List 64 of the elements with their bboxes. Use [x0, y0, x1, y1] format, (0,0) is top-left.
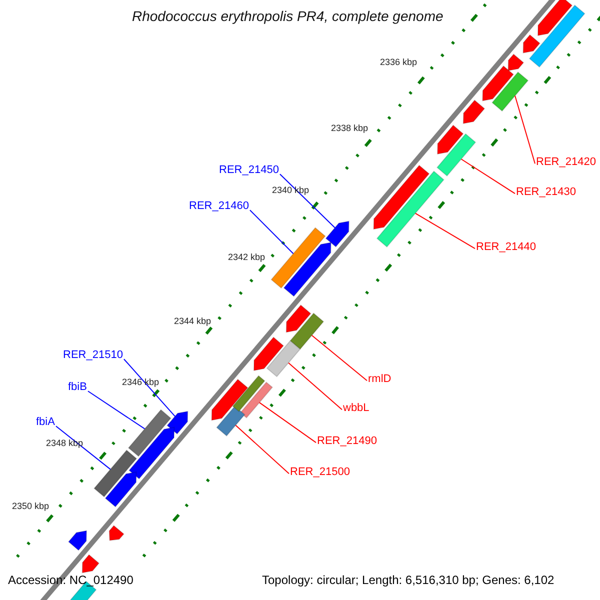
gene-pointer	[108, 524, 125, 541]
gene-pointer	[82, 554, 100, 574]
gene-pointer	[166, 410, 188, 435]
gene-label: RER_21420	[536, 156, 596, 169]
gene-label: wbbL	[343, 402, 370, 415]
leader-line	[249, 210, 294, 254]
scale-label: 2338 kbp	[331, 123, 368, 134]
gene-pointer	[436, 124, 464, 155]
gene-bar	[266, 340, 301, 378]
leader-line	[514, 95, 536, 164]
gene-bar	[94, 450, 138, 498]
title: Rhodococcus erythropolis PR4, complete genome	[132, 8, 444, 24]
scale-label: 2342 kbp	[228, 252, 266, 262]
gene-pointer	[482, 65, 514, 102]
gene-bar	[270, 227, 326, 289]
gene-label: RER_21500	[290, 466, 350, 479]
scale-label: 2344 kbp	[174, 316, 212, 326]
gene-pointer	[104, 471, 137, 508]
gene-label: RER_21510	[63, 349, 123, 362]
leader-line	[55, 426, 111, 470]
gene-pointer	[522, 34, 540, 54]
gene-bar	[436, 133, 476, 177]
gene-pointer	[508, 54, 524, 72]
gene-pointer	[211, 378, 248, 421]
gene-pointer	[253, 336, 284, 372]
scale-label: 2346 kbp	[122, 377, 160, 388]
gene-label: rmlD	[368, 373, 392, 386]
gene-bar	[216, 406, 246, 437]
leader-line	[414, 212, 476, 250]
leader-line	[87, 390, 146, 430]
leader-line	[311, 334, 368, 382]
gene-pointer	[283, 242, 332, 297]
gene-pointer	[373, 164, 430, 230]
footer-text: Accession: NC_012490	[8, 574, 134, 588]
leader-line	[123, 358, 176, 417]
gene-bar	[290, 312, 324, 350]
gene-label: RER_21440	[476, 241, 536, 254]
leader-line	[258, 402, 316, 444]
scale-label: 2336 kbp	[380, 57, 418, 68]
gene-pointer	[68, 530, 88, 551]
gene-label: fbiB	[68, 381, 87, 394]
leader-line	[460, 158, 516, 194]
gene-bar	[528, 4, 586, 68]
gene-label: RER_21490	[317, 435, 377, 448]
footer-text: Topology: circular; Length: 6,516,310 bp; Genes: 6,102	[262, 574, 554, 588]
gene-bar	[240, 382, 274, 418]
gene-bar	[128, 409, 172, 457]
gene-label: fbiA	[36, 416, 55, 429]
gene-pointer	[325, 220, 350, 248]
gene-pointer	[128, 426, 175, 480]
gene-label: RER_21430	[516, 186, 576, 199]
gene-bar	[376, 170, 444, 248]
scale-label: 2350 kbp	[12, 501, 50, 512]
leader-line	[235, 424, 290, 474]
gene-bar	[492, 71, 529, 112]
gene-pointer	[462, 100, 486, 124]
scale-label: 2340 kbp	[272, 185, 310, 196]
gene-bar	[232, 375, 266, 412]
leader-line	[288, 362, 342, 410]
gene-label: RER_21460	[189, 200, 249, 213]
gene-pointer	[286, 304, 312, 333]
gene-label: RER_21450	[219, 164, 279, 177]
leader-line	[279, 174, 336, 228]
gene-pointer	[537, 0, 573, 36]
